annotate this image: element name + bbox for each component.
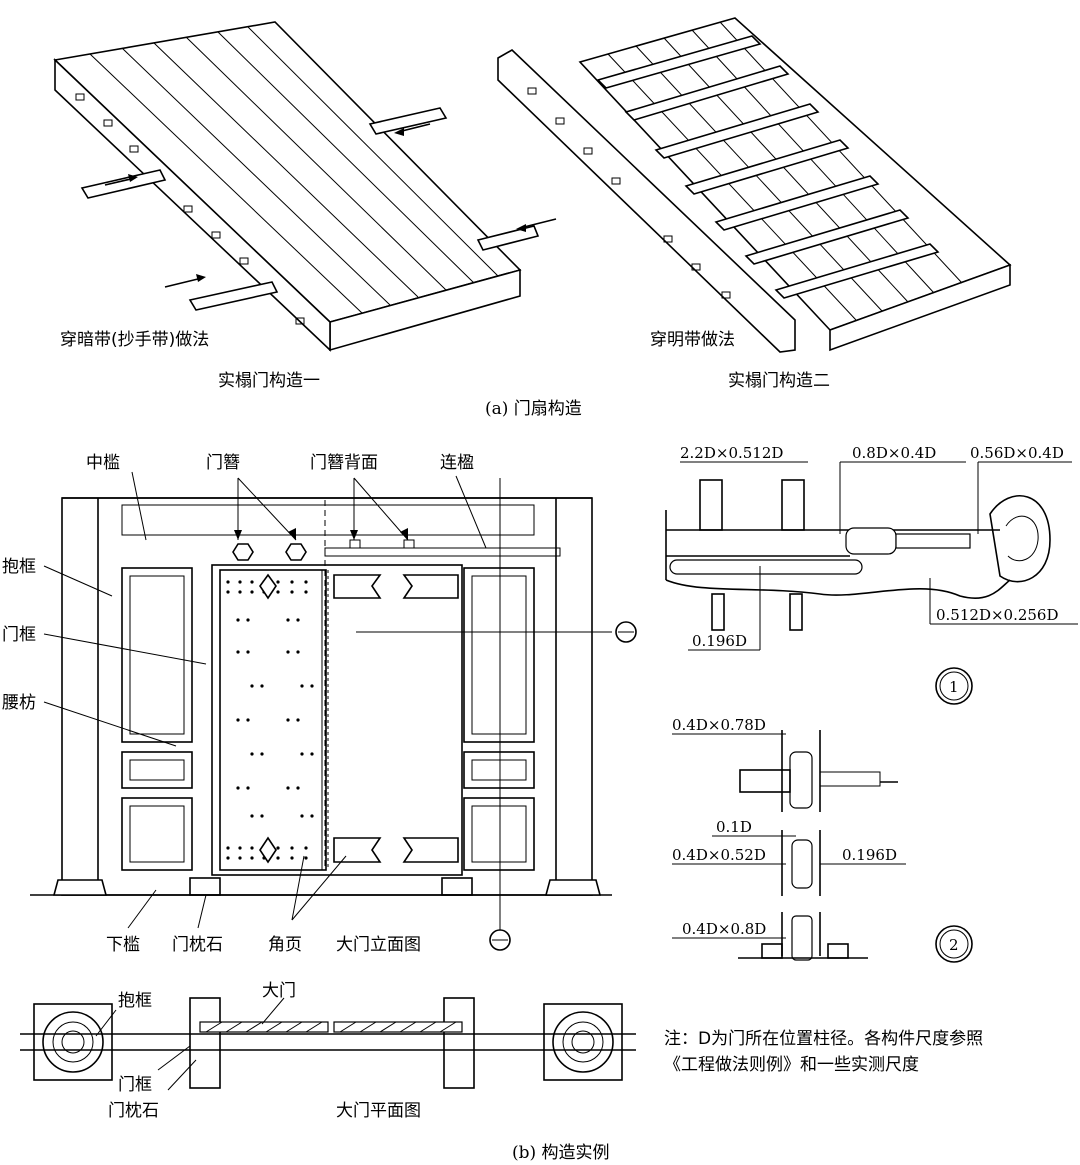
door-title-left: 实榻门构造一 bbox=[218, 371, 320, 391]
d2-dim-1: 0.4D×0.78D bbox=[672, 716, 766, 734]
plan-label-menzhenshi: 门枕石 bbox=[108, 1101, 159, 1121]
d2-dim-4: 0.196D bbox=[842, 846, 897, 864]
gate-plan-drawing bbox=[20, 997, 636, 1091]
plan-label-baokuang: 抱框 bbox=[118, 991, 152, 1011]
label-zhongkan: 中槛 bbox=[86, 453, 120, 473]
d1-dim-1: 2.2D×0.512D bbox=[680, 444, 783, 462]
label-jiaoye: 角页 bbox=[268, 935, 302, 955]
detail-1-drawing bbox=[665, 461, 1078, 705]
door-leaf-right-drawing bbox=[497, 17, 1012, 353]
label-yaofang: 腰枋 bbox=[2, 693, 36, 713]
plan-title: 大门平面图 bbox=[336, 1101, 421, 1121]
d1-dim-2: 0.8D×0.4D bbox=[852, 444, 936, 462]
label-menkuang: 门框 bbox=[2, 625, 36, 645]
plan-label-damen: 大门 bbox=[262, 981, 296, 1001]
d2-dim-2: 0.1D bbox=[716, 818, 752, 836]
caption-a: (a) 门扇构造 bbox=[485, 399, 582, 419]
elevation-title: 大门立面图 bbox=[336, 935, 421, 955]
label-menzan: 门簪 bbox=[206, 453, 240, 473]
door-leaf-left-drawing bbox=[53, 21, 557, 352]
d2-marker: 2 bbox=[949, 936, 959, 954]
gate-elevation-drawing bbox=[30, 471, 637, 951]
method-label-left: 穿暗带(抄手带)做法 bbox=[60, 330, 209, 350]
d1-dim-4: 0.196D bbox=[692, 632, 747, 650]
door-title-right: 实榻门构造二 bbox=[728, 371, 830, 391]
d1-dim-3: 0.56D×0.4D bbox=[970, 444, 1064, 462]
label-lianying: 连楹 bbox=[440, 453, 474, 473]
label-baokuang: 抱框 bbox=[2, 557, 36, 577]
d2-dim-3: 0.4D×0.52D bbox=[672, 846, 766, 864]
caption-b: (b) 构造实例 bbox=[512, 1143, 610, 1163]
label-menzan-back: 门簪背面 bbox=[310, 453, 378, 473]
label-xiakan: 下槛 bbox=[106, 935, 140, 955]
d2-dim-5: 0.4D×0.8D bbox=[682, 920, 766, 938]
note-line-1: 注：D为门所在位置柱径。各构件尺度参照 bbox=[664, 1029, 983, 1049]
note-line-2: 《工程做法则例》和一些实测尺度 bbox=[664, 1055, 919, 1075]
plan-label-menkuang: 门框 bbox=[118, 1075, 152, 1095]
detail-2-drawing bbox=[672, 730, 973, 963]
label-menzhenshi: 门枕石 bbox=[172, 935, 223, 955]
d1-marker: 1 bbox=[949, 678, 959, 696]
d1-dim-5: 0.512D×0.256D bbox=[936, 606, 1059, 624]
method-label-right: 穿明带做法 bbox=[650, 330, 735, 350]
